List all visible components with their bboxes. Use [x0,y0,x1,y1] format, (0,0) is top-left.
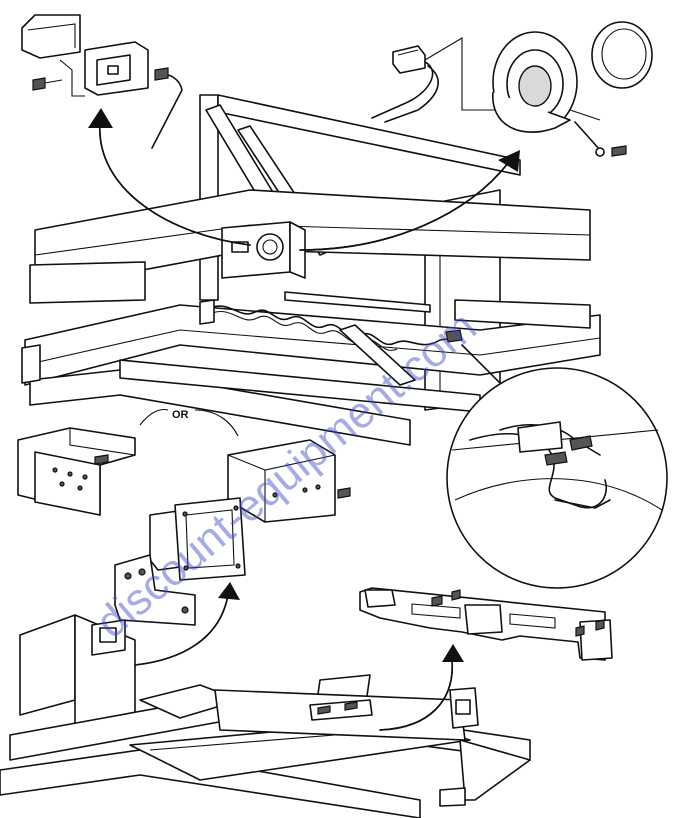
wire-connection-detail [446,367,668,589]
upper-frame-assembly [21,94,601,446]
mounting-bracket-options: OR [17,408,351,666]
marker-lamp-parts [21,14,183,149]
or-label: OR [172,409,189,421]
lower-trailer-frame [0,587,613,818]
tail-lamp-parts [371,21,653,157]
